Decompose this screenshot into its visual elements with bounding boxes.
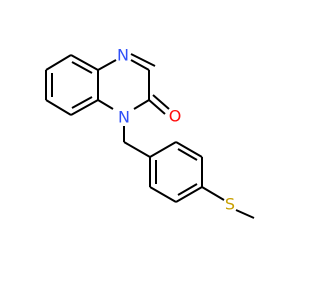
bond — [148, 99, 166, 115]
bond — [45, 54, 72, 71]
bond — [149, 186, 177, 203]
bond — [175, 186, 203, 203]
bond — [133, 99, 150, 110]
atom-n1-label: N — [118, 108, 130, 127]
bond-double-inner — [177, 183, 198, 196]
bond — [97, 99, 114, 110]
bond — [152, 94, 170, 110]
bond-double-inner — [177, 148, 198, 161]
bond — [235, 209, 255, 219]
bond-double-inner — [71, 61, 93, 74]
bond — [70, 99, 99, 116]
bond-double-inner — [71, 96, 93, 109]
atom-n4-label: N — [117, 46, 129, 65]
atom-o-label: O — [169, 107, 182, 126]
bond — [175, 141, 203, 158]
bond — [70, 54, 99, 71]
molecule-canvas: N N O S — [45, 46, 255, 219]
atom-s-label: S — [225, 195, 235, 214]
bond — [97, 59, 117, 71]
bond — [201, 186, 225, 201]
bond — [123, 141, 151, 158]
bond — [149, 141, 177, 158]
structure-drawing: N N O S — [45, 46, 255, 219]
bond — [130, 53, 156, 67]
bond — [45, 99, 72, 116]
bond — [130, 59, 150, 71]
